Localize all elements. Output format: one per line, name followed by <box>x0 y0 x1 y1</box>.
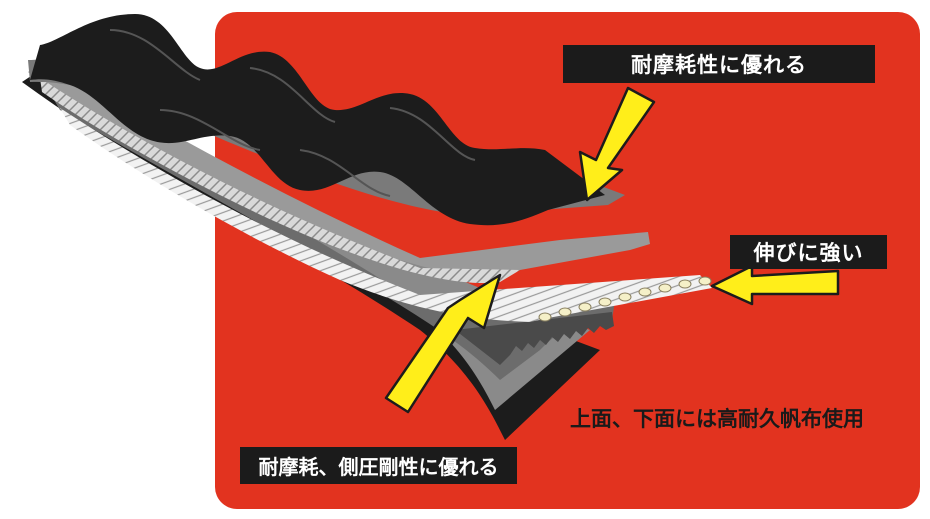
label-wear-resistance: 耐摩耗性に優れる <box>563 45 875 83</box>
label-stretch-resistance: 伸びに強い <box>730 235 887 269</box>
yellow-arrow-icon <box>710 264 840 306</box>
teeth-highlights <box>109 29 476 197</box>
cord-ends <box>538 276 712 322</box>
belt-top-teeth <box>30 14 605 226</box>
yellow-arrow-icon <box>384 273 502 414</box>
label-wear-side-pressure: 耐摩耗、側圧剛性に優れる <box>240 447 517 484</box>
canvas-note-caption: 上面、下面には高耐久帆布使用 <box>570 407 864 431</box>
belt-lower-canvas-teeth <box>455 312 614 365</box>
belt-upper-rubber-layer <box>38 55 650 279</box>
yellow-arrow-icon <box>578 86 656 202</box>
